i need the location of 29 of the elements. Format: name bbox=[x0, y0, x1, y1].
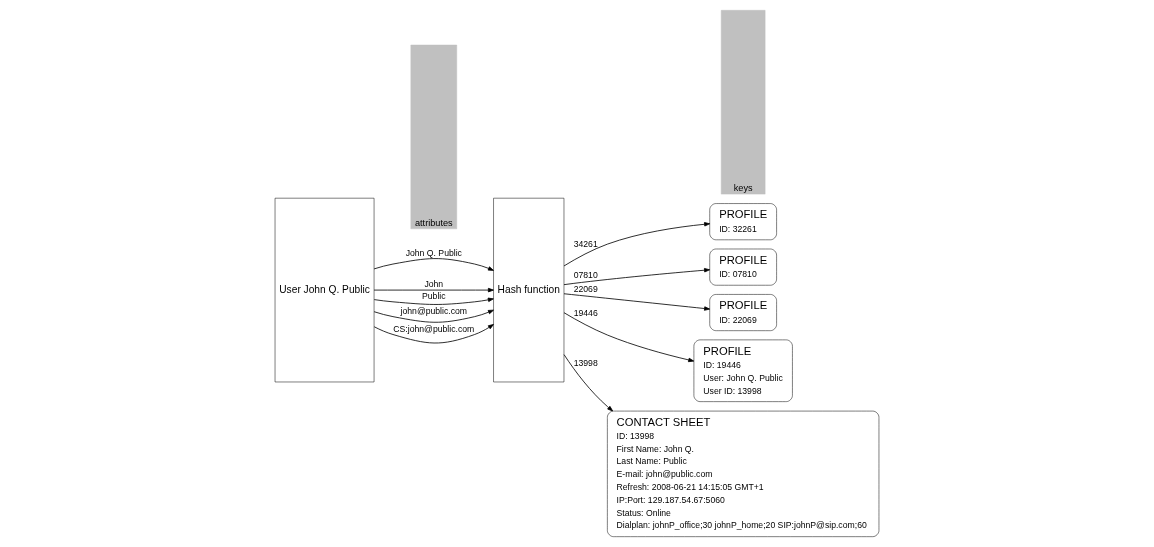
arrow bbox=[563, 293, 711, 311]
edge-label: 19446 bbox=[573, 307, 598, 318]
node-box: CONTACT SHEET ID: 13998 First Name: John Q. Last Name: Public E-mail: john@public.com Refresh: 2008-06-21 14:15:05 GMT+1 IP:Port: 129.187.54.67:5060 Status: Online Dialplan: johnP_office;30 johnP_home;20 SIP:johnP@sip.com;60 bbox=[607, 410, 880, 537]
edge-label: CS:john@public.com bbox=[393, 323, 475, 334]
arrow bbox=[373, 309, 494, 323]
edge-label: John bbox=[424, 279, 444, 290]
arrow bbox=[373, 324, 494, 344]
edge-label: 34261 bbox=[573, 238, 598, 249]
arrow bbox=[373, 287, 494, 293]
edge-label: john@public.com bbox=[400, 305, 468, 316]
arrow bbox=[373, 297, 494, 305]
node-box: keys bbox=[720, 10, 766, 195]
node-box: attributes bbox=[410, 44, 458, 230]
node-box: PROFILE ID: 19446 User: John Q. Public User ID: 13998 bbox=[693, 339, 793, 402]
arrow bbox=[563, 268, 711, 286]
edge-label: John Q. Public bbox=[405, 248, 462, 259]
edge-label: 22069 bbox=[573, 284, 598, 295]
node-box: Hash function bbox=[493, 197, 565, 383]
arrow bbox=[373, 258, 494, 271]
edge-label: Public bbox=[422, 291, 446, 302]
arrow bbox=[563, 312, 695, 363]
node-box: PROFILE ID: 07810 bbox=[709, 248, 777, 286]
arrow bbox=[563, 354, 614, 412]
node-box: PROFILE ID: 32261 bbox=[709, 203, 777, 241]
edge-label: 07810 bbox=[573, 270, 598, 281]
edge-label: 13998 bbox=[573, 358, 598, 369]
node-box: PROFILE ID: 22069 bbox=[709, 294, 777, 331]
arrow bbox=[563, 222, 711, 267]
node-box: User John Q. Public bbox=[274, 197, 375, 383]
